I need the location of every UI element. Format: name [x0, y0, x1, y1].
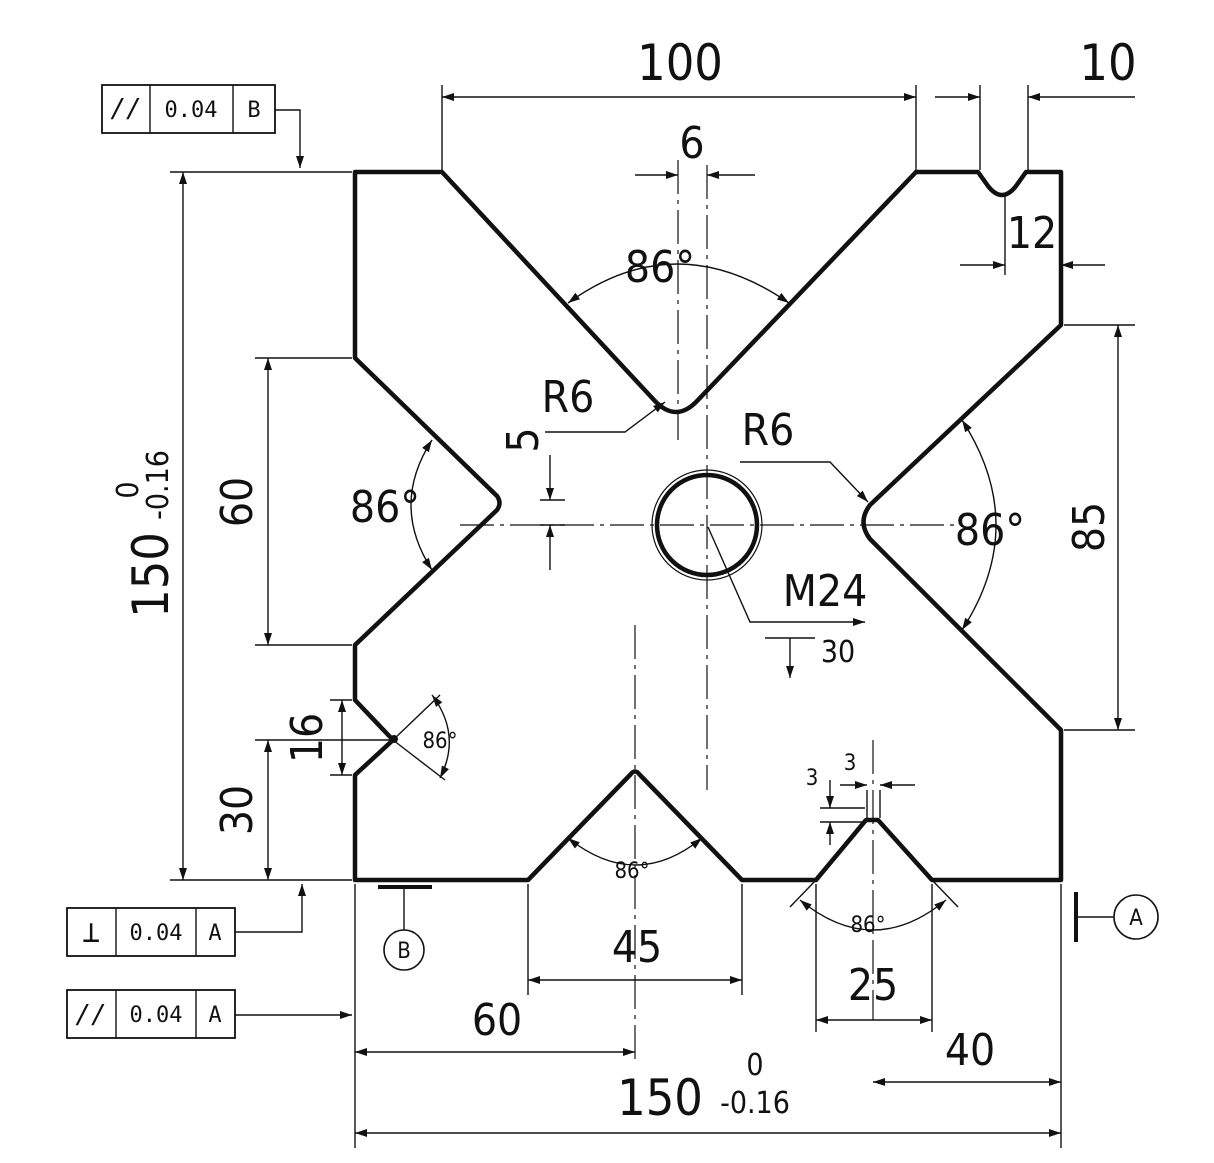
dim-center-offset: 5: [498, 427, 549, 452]
dim-thread: M24: [783, 566, 868, 617]
angle-arcs: [392, 263, 997, 931]
dim-bottom-left-distance: 60: [472, 995, 522, 1046]
dim-total-height: 150: [122, 532, 180, 618]
svg-text:0.04: 0.04: [165, 98, 218, 123]
svg-text:A: A: [208, 1003, 221, 1028]
svg-text://: //: [110, 94, 141, 124]
datum-a: A: [1074, 892, 1159, 942]
datum-b: B: [378, 885, 432, 971]
angle-left: 86°: [350, 482, 420, 533]
dim-bottom-right-distance: 40: [945, 1025, 995, 1076]
angle-top: 86°: [625, 242, 695, 293]
dim-bottom-small: 25: [848, 960, 898, 1011]
dim-top-right-offset: 10: [1079, 34, 1136, 92]
tolerance-frame-parallel-b: // 0.04 B: [101, 84, 276, 134]
angle-right: 86°: [955, 505, 1025, 556]
tolerance-frame-perpendicular-a: ⊥ 0.04 A: [66, 907, 236, 957]
dim-bottom-v: 45: [612, 922, 662, 973]
dim-top-slot: 6: [679, 118, 704, 169]
radius-top: R6: [542, 372, 595, 423]
dim-thread-depth: 30: [821, 635, 855, 670]
dim-right-height: 85: [1064, 502, 1115, 552]
datum-a-label: A: [1129, 906, 1143, 931]
dim-total-width: 150: [617, 1069, 703, 1127]
svg-text:0.04: 0.04: [130, 1003, 183, 1028]
dim-total-height-lower: -0.16: [141, 450, 176, 520]
svg-text:A: A: [208, 921, 221, 946]
svg-text:0.04: 0.04: [130, 921, 183, 946]
part-outline: [352, 169, 1064, 883]
dim-slot-height: 3: [806, 766, 819, 791]
angle-bottom: 86°: [614, 859, 649, 884]
svg-text:⊥: ⊥: [82, 915, 100, 950]
datum-b-label: B: [397, 939, 411, 964]
svg-text:B: B: [247, 98, 260, 123]
dim-total-width-lower: -0.16: [720, 1086, 790, 1121]
angle-small-left: 86°: [422, 729, 457, 754]
dim-slot-width: 3: [844, 751, 857, 776]
dim-total-width-upper: 0: [746, 1048, 763, 1083]
angle-bottom-right: 86°: [850, 913, 885, 938]
dim-total-height-upper: 0: [111, 481, 146, 498]
dimension-lines: [179, 93, 1135, 1137]
dim-right-notch: 12: [1007, 208, 1057, 259]
svg-text://: //: [75, 1000, 106, 1030]
dim-top-width: 100: [637, 34, 723, 92]
leader-lines: [235, 109, 869, 1019]
dim-left-height: 60: [212, 477, 263, 527]
dim-left-notch: 16: [282, 713, 333, 763]
dim-left-bottom-height: 30: [212, 785, 263, 835]
radius-right: R6: [742, 405, 795, 456]
tolerance-frame-parallel-a: // 0.04 A: [66, 989, 236, 1039]
